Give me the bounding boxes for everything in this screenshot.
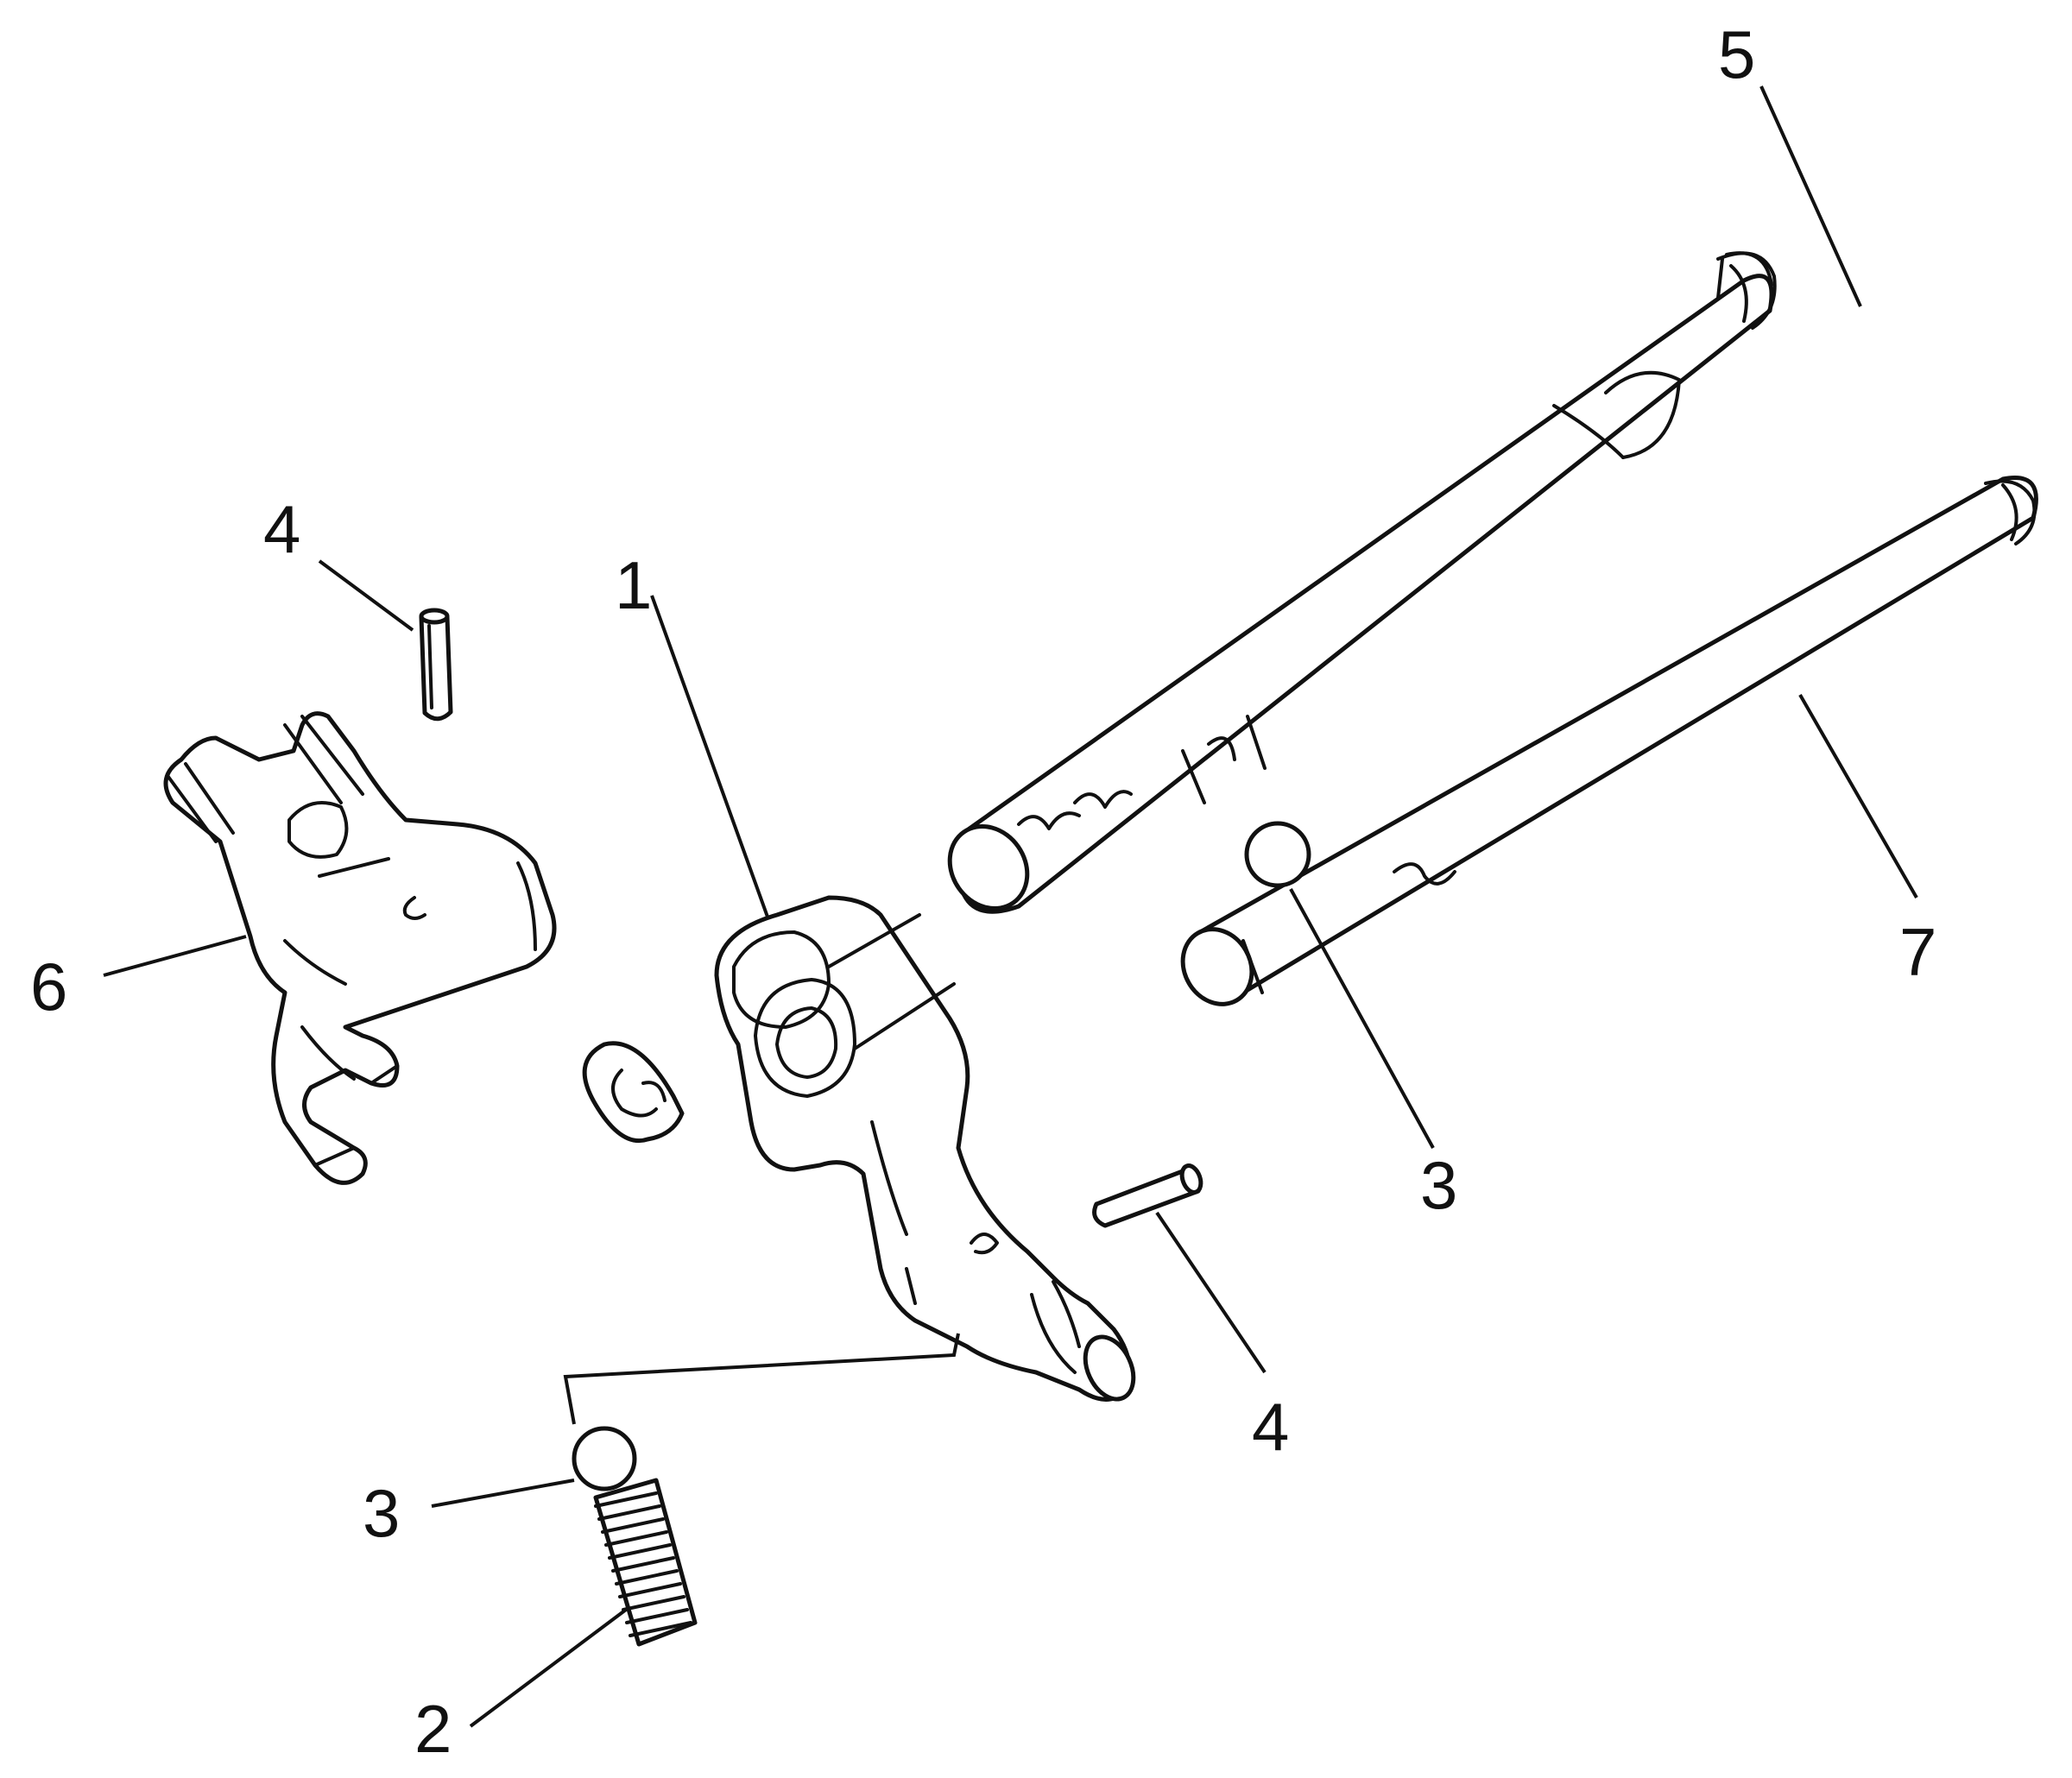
shift-fork xyxy=(714,895,1136,1402)
roll-pin-lower xyxy=(1092,1163,1203,1228)
callout-shaft-lower: 7 xyxy=(1899,914,1936,990)
callout-pin-lower: 4 xyxy=(1252,1389,1289,1465)
callout-bracket: 6 xyxy=(30,949,67,1025)
leader-lines xyxy=(103,85,1918,1728)
callout-ball-upper: 3 xyxy=(1420,1147,1457,1223)
roll-pin-upper xyxy=(419,608,453,722)
callout-ball-lower: 3 xyxy=(363,1475,400,1551)
callout-spring: 2 xyxy=(414,1691,452,1767)
lower-shift-shaft xyxy=(1180,476,2038,1006)
detent-spring xyxy=(593,1478,698,1647)
detent-ball-upper xyxy=(1244,821,1311,888)
detent-ball-lower xyxy=(572,1426,637,1491)
upper-shift-shaft xyxy=(947,251,1777,914)
snap-ring xyxy=(582,1041,685,1144)
shift-bracket xyxy=(163,711,557,1185)
callout-pin-upper: 4 xyxy=(263,491,300,567)
callout-shaft-upper: 5 xyxy=(1718,16,1755,92)
callout-labels: 1 2 3 3 4 4 5 6 7 xyxy=(30,16,1936,1767)
callout-fork: 1 xyxy=(615,547,652,623)
